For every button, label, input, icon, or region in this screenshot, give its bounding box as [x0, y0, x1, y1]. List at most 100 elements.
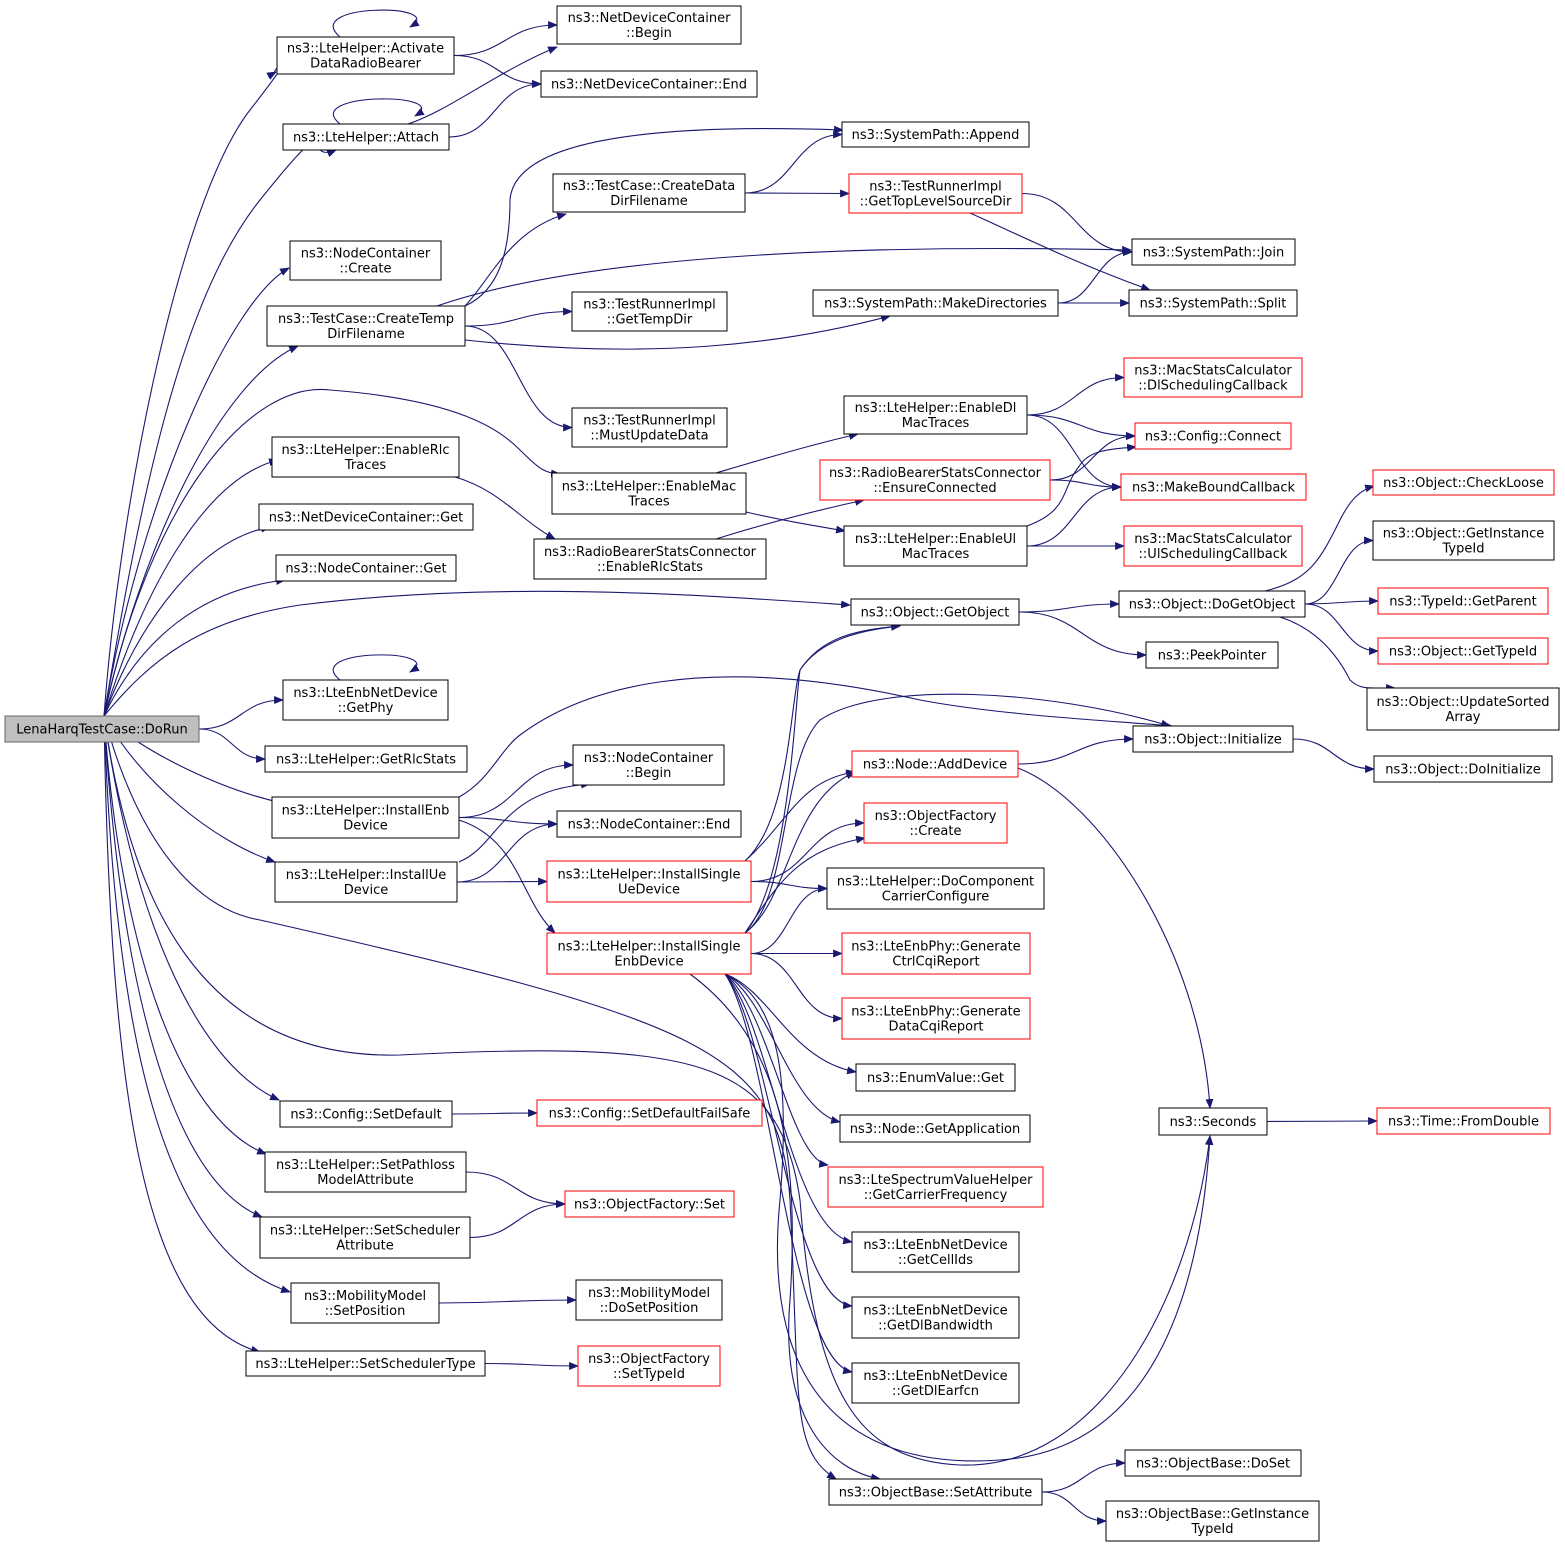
node-enbnd_getphy[interactable]: ns3::LteEnbNetDevice::GetPhy	[282, 679, 449, 721]
node-ob_doset[interactable]: ns3::ObjectBase::DoSet	[1124, 1449, 1302, 1477]
node-box	[827, 1166, 1044, 1208]
edge-root-to-lh_setschedattr	[103, 715, 263, 1218]
node-typeid_getparent[interactable]: ns3::TypeId::GetParent	[1377, 587, 1549, 615]
node-makebound[interactable]: ns3::MakeBoundCallback	[1120, 473, 1307, 501]
node-enumvalue_get[interactable]: ns3::EnumValue::Get	[855, 1063, 1016, 1092]
node-of_create[interactable]: ns3::ObjectFactory::Create	[863, 802, 1008, 844]
node-tri_mustupdate[interactable]: ns3::TestRunnerImpl::MustUpdateData	[571, 407, 728, 448]
node-label: CtrlCqiReport	[892, 955, 979, 970]
node-label: ns3::Object::UpdateSorted	[1376, 695, 1549, 710]
node-enbnd_getdlbw[interactable]: ns3::LteEnbNetDevice::GetDlBandwidth	[851, 1296, 1020, 1339]
node-node_adddevice[interactable]: ns3::Node::AddDevice	[851, 750, 1019, 778]
node-lh_docomponent[interactable]: ns3::LteHelper::DoComponentCarrierConfig…	[826, 867, 1045, 910]
node-obj_checkloose[interactable]: ns3::Object::CheckLoose	[1372, 469, 1555, 496]
node-box	[863, 802, 1008, 844]
node-label: ::GetCellIds	[898, 1253, 973, 1268]
node-box	[1123, 357, 1303, 398]
node-rbsc_enablerlc[interactable]: ns3::RadioBearerStatsConnector::EnableRl…	[533, 538, 767, 580]
node-seconds[interactable]: ns3::Seconds	[1158, 1107, 1268, 1136]
node-label: ns3::Object::DoInitialize	[1385, 763, 1541, 778]
edge-attach-to-ndc_begin	[407, 46, 558, 125]
node-enbnd_getdlearfcn[interactable]: ns3::LteEnbNetDevice::GetDlEarfcn	[851, 1362, 1020, 1404]
node-label: ::DlSchedulingCallback	[1138, 379, 1288, 394]
node-nc_create[interactable]: ns3::NodeContainer::Create	[289, 240, 442, 281]
node-lh_setschedtype[interactable]: ns3::LteHelper::SetSchedulerType	[245, 1350, 486, 1377]
node-nc_begin[interactable]: ns3::NodeContainer::Begin	[572, 744, 725, 786]
node-time_fromdouble[interactable]: ns3::Time::FromDouble	[1376, 1107, 1551, 1135]
node-tri_tempdir[interactable]: ns3::TestRunnerImpl::GetTempDir	[571, 291, 728, 332]
node-sp_split[interactable]: ns3::SystemPath::Split	[1128, 289, 1298, 317]
node-config_setdefault[interactable]: ns3::Config::SetDefault	[279, 1100, 453, 1128]
node-lsvh_carrierfreq[interactable]: ns3::LteSpectrumValueHelper::GetCarrierF…	[827, 1166, 1044, 1208]
node-tri_toplevel[interactable]: ns3::TestRunnerImpl::GetTopLevelSourceDi…	[848, 173, 1023, 214]
node-obj_gettypeid[interactable]: ns3::Object::GetTypeId	[1377, 637, 1549, 665]
node-macstats_ul[interactable]: ns3::MacStatsCalculator::UlSchedulingCal…	[1123, 525, 1303, 567]
node-label: ns3::LteEnbNetDevice	[863, 1369, 1007, 1384]
node-label: ns3::MobilityModel	[304, 1289, 426, 1304]
node-label: ns3::LteHelper::SetSchedulerType	[255, 1357, 475, 1372]
edge-ob_setattribute-to-ob_getinstancetypeid	[1041, 1491, 1107, 1525]
node-box	[1158, 1107, 1268, 1136]
edge-root-to-enable_rlc	[103, 458, 279, 717]
node-label: ns3::Config::SetDefault	[290, 1108, 441, 1123]
node-sp_join[interactable]: ns3::SystemPath::Join	[1131, 238, 1296, 266]
node-lh_setpathloss[interactable]: ns3::LteHelper::SetPathlossModelAttribut…	[264, 1151, 467, 1193]
node-root[interactable]: LenaHarqTestCase::DoRun	[4, 715, 200, 743]
node-label: ns3::LteHelper::EnableDl	[855, 401, 1017, 416]
edge-install_ue-to-nc_begin	[458, 780, 591, 863]
node-of_settypeid[interactable]: ns3::ObjectFactory::SetTypeId	[577, 1345, 721, 1387]
node-obj_dogetobject[interactable]: ns3::Object::DoGetObject	[1118, 590, 1306, 618]
node-sp_makedirs[interactable]: ns3::SystemPath::MakeDirectories	[812, 289, 1059, 317]
node-enbnd_getcellids[interactable]: ns3::LteEnbNetDevice::GetCellIds	[851, 1231, 1020, 1273]
node-lh_getrlcstats[interactable]: ns3::LteHelper::GetRlcStats	[264, 745, 468, 773]
node-box	[271, 436, 460, 478]
node-nc_end[interactable]: ns3::NodeContainer::End	[556, 810, 742, 838]
edge-root-to-activate	[103, 58, 287, 717]
node-nc_get[interactable]: ns3::NodeContainer::Get	[275, 554, 457, 582]
node-node_getapp[interactable]: ns3::Node::GetApplication	[839, 1114, 1031, 1143]
edge-tri_toplevel-to-sp_split	[969, 212, 1151, 291]
node-label: Attribute	[336, 1239, 393, 1254]
node-macstats_dl[interactable]: ns3::MacStatsCalculator::DlSchedulingCal…	[1123, 357, 1303, 398]
node-ob_setattribute[interactable]: ns3::ObjectBase::SetAttribute	[828, 1478, 1043, 1506]
node-box	[551, 472, 747, 515]
node-config_connect[interactable]: ns3::Config::Connect	[1134, 422, 1292, 450]
node-rbsc_ensure[interactable]: ns3::RadioBearerStatsConnector::EnsureCo…	[819, 459, 1051, 501]
node-attach[interactable]: ns3::LteHelper::Attach	[282, 123, 450, 151]
edge-node_adddevice-to-seconds	[1017, 767, 1214, 1109]
node-mm_dosetposition[interactable]: ns3::MobilityModel::DoSetPosition	[575, 1279, 723, 1321]
node-of_set[interactable]: ns3::ObjectFactory::Set	[564, 1190, 735, 1218]
node-label: ns3::Seconds	[1170, 1115, 1257, 1130]
node-box	[264, 1151, 467, 1193]
edge-install_single_ue-to-node_adddevice	[744, 769, 856, 862]
node-obj_doinitialize[interactable]: ns3::Object::DoInitialize	[1373, 755, 1553, 783]
node-box	[851, 1231, 1020, 1273]
node-label: DirFilename	[327, 327, 405, 342]
node-ndc_get[interactable]: ns3::NetDeviceContainer::Get	[258, 503, 474, 531]
node-obj_getobject[interactable]: ns3::Object::GetObject	[850, 598, 1020, 626]
node-ndc_end[interactable]: ns3::NetDeviceContainer::End	[540, 70, 758, 98]
node-peekpointer[interactable]: ns3::PeekPointer	[1145, 641, 1279, 669]
node-mm_setposition[interactable]: ns3::MobilityModel::SetPosition	[290, 1282, 440, 1324]
node-obj_initialize[interactable]: ns3::Object::Initialize	[1132, 725, 1294, 753]
node-ndc_begin[interactable]: ns3::NetDeviceContainer::Begin	[556, 5, 742, 45]
node-config_setdefaultfs[interactable]: ns3::Config::SetDefaultFailSafe	[536, 1099, 763, 1127]
node-sp_append[interactable]: ns3::SystemPath::Append	[841, 121, 1030, 148]
